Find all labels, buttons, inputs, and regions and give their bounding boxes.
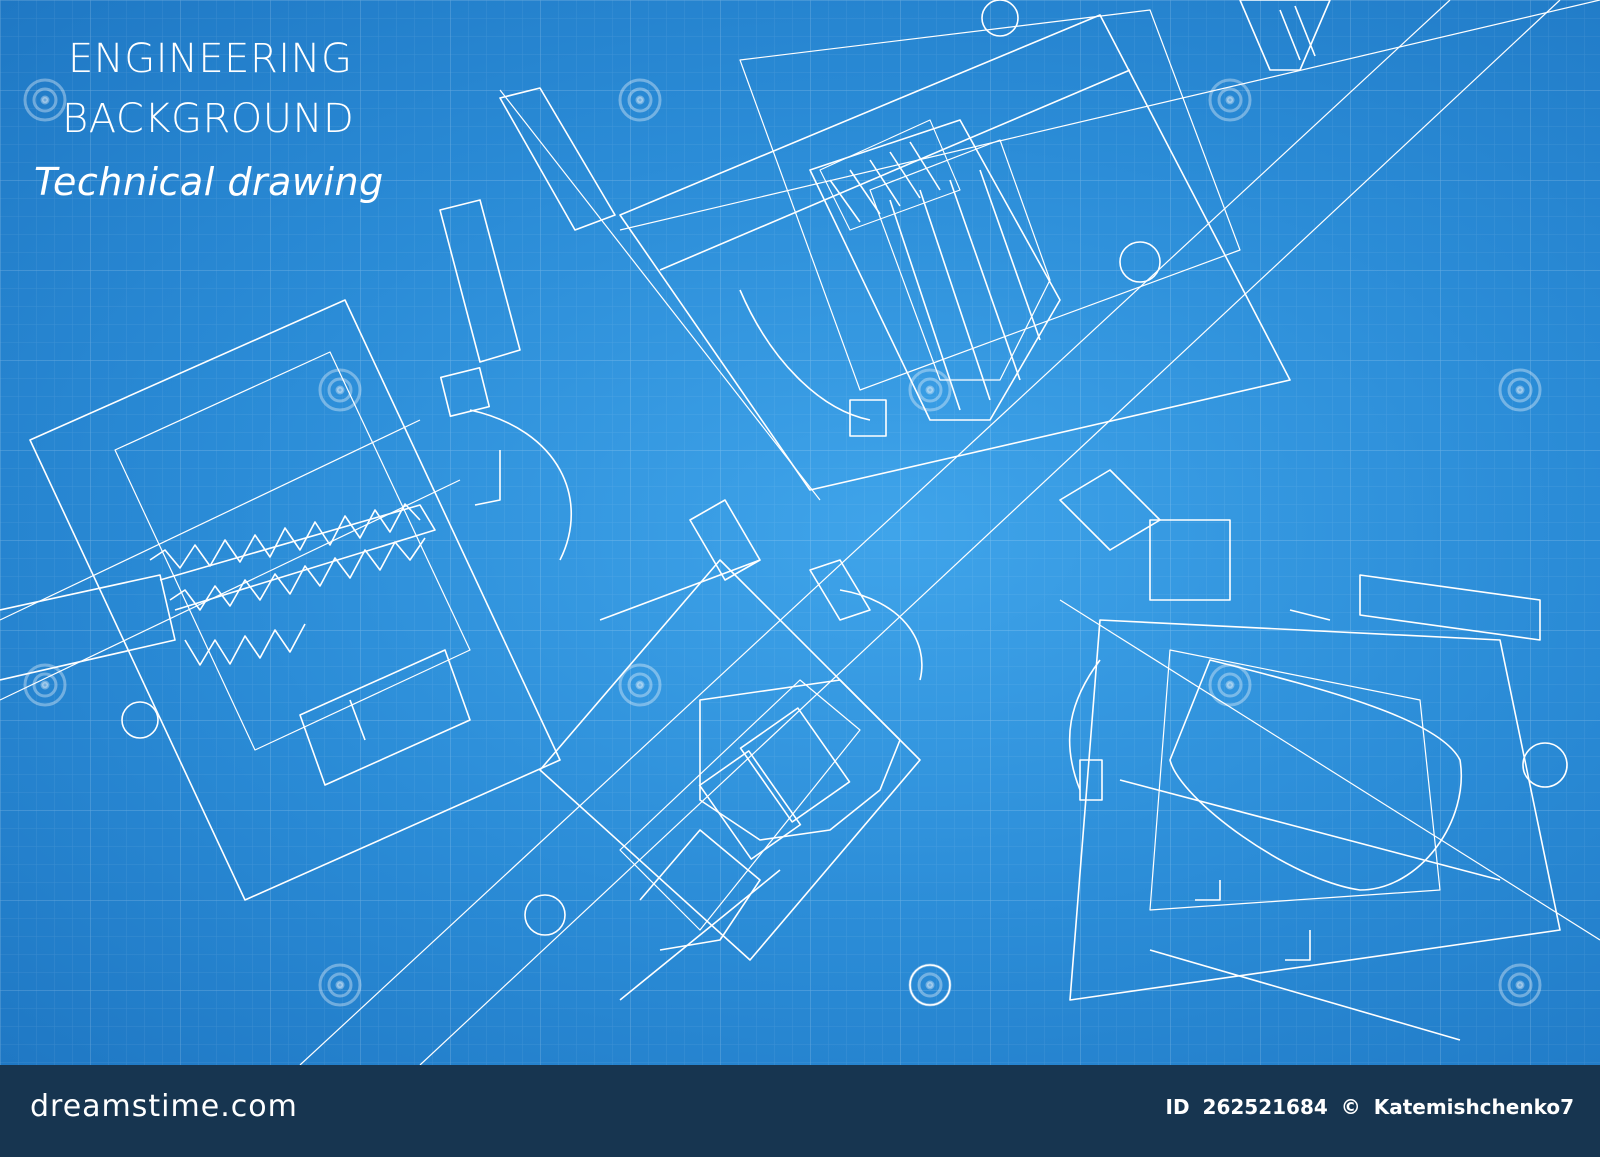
blueprint-background: ENGINEERING BACKGROUND Technical drawing <box>0 0 1600 1065</box>
title-line-1: ENGINEERING <box>68 36 353 82</box>
footer-brand: dreamstime.com <box>30 1089 298 1124</box>
gear-cutter-drawing <box>499 0 1331 491</box>
copyright-symbol: © <box>1340 1095 1361 1119</box>
threaded-tap-drawing <box>0 199 573 901</box>
footer-image-info: ID 262521684 © Katemishchenko7 <box>1160 1095 1574 1119</box>
id-label: ID <box>1165 1095 1190 1119</box>
title-line-3: Technical drawing <box>34 160 384 204</box>
construction-lines <box>0 0 1600 1065</box>
grid <box>0 0 1600 1065</box>
milling-holder-drawing <box>1059 469 1568 1041</box>
technical-drawing <box>0 0 1600 1065</box>
id-value: 262521684 <box>1202 1095 1328 1119</box>
watermark-spiral-icons <box>23 78 1542 1007</box>
author-name: Katemishchenko7 <box>1373 1095 1574 1119</box>
title-line-2: BACKGROUND <box>62 96 355 142</box>
boring-tool-drawing <box>524 499 951 1006</box>
watermark-footer-bar: dreamstime.com ID 262521684 © Katemishch… <box>0 1065 1600 1157</box>
